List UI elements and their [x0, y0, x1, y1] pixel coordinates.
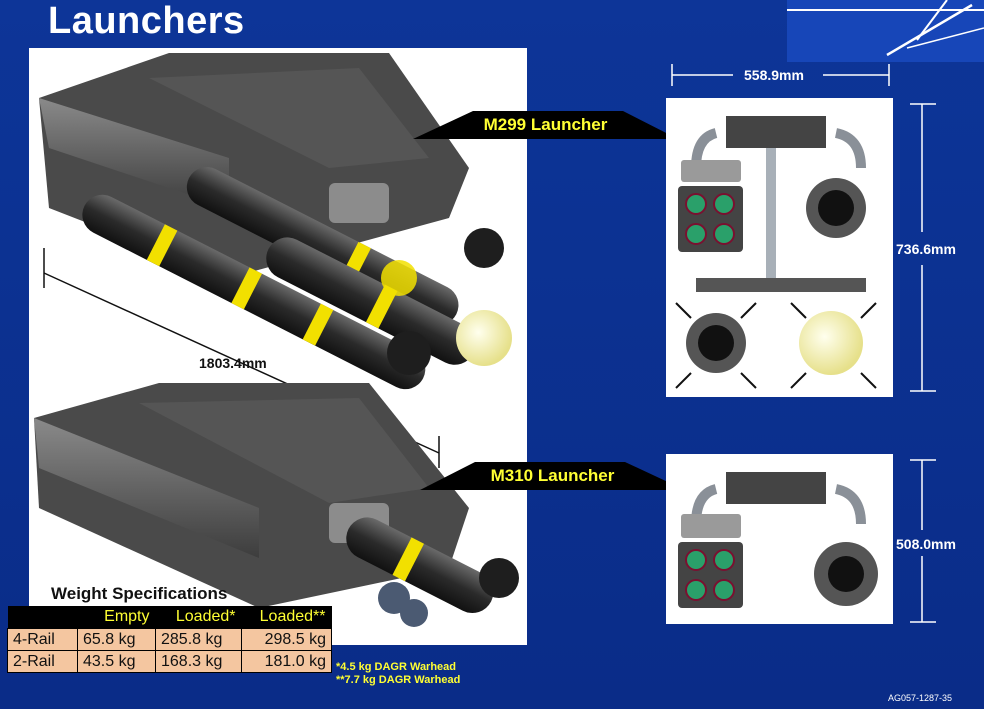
m299-callout: M299 Launcher	[413, 111, 678, 139]
page-title: Launchers	[48, 0, 245, 42]
table-row: 4-Rail 65.8 kg 285.8 kg 298.5 kg	[7, 628, 332, 651]
table-cell: 285.8 kg	[155, 628, 242, 651]
m299-end-view-panel	[666, 98, 893, 397]
length-dimension-label: 1803.4mm	[199, 355, 267, 371]
m310-callout: M310 Launcher	[420, 462, 685, 490]
launcher-isometric-panel	[29, 48, 527, 645]
m310-height-label: 508.0mm	[896, 536, 956, 552]
table-header-cell: Loaded*	[155, 606, 242, 629]
m310-callout-label: M310 Launcher	[490, 466, 615, 485]
table-cell: 43.5 kg	[77, 650, 156, 673]
table-cell: 181.0 kg	[241, 650, 332, 673]
weight-spec-title: Weight Specifications	[51, 584, 228, 603]
company-logo	[787, 0, 984, 62]
callout-arrow-icon	[413, 111, 678, 139]
table-cell: 168.3 kg	[155, 650, 242, 673]
m299-launcher-render	[39, 53, 512, 390]
table-header-row: Empty Loaded* Loaded**	[7, 606, 332, 629]
m310-end-view-illustration	[678, 472, 878, 608]
weight-spec-table: Empty Loaded* Loaded** 4-Rail 65.8 kg 28…	[7, 606, 332, 673]
table-header-cell: Loaded**	[241, 606, 332, 629]
m299-width-label: 558.9mm	[744, 67, 804, 83]
table-cell: 65.8 kg	[77, 628, 156, 651]
launcher-isometric-illustration	[34, 53, 519, 627]
footnote-dagr-4-5: *4.5 kg DAGR Warhead	[336, 661, 457, 673]
m299-height-label: 736.6mm	[896, 241, 956, 257]
m299-height-dimension-line	[910, 103, 936, 392]
star-logo-icon	[787, 0, 984, 57]
footnote-dagr-7-7: **7.7 kg DAGR Warhead	[336, 674, 461, 686]
width-dimension-line	[671, 64, 890, 86]
row-label: 2-Rail	[7, 650, 78, 673]
table-row: 2-Rail 43.5 kg 168.3 kg 181.0 kg	[7, 650, 332, 673]
row-label: 4-Rail	[7, 628, 78, 651]
callout-arrow-icon	[420, 462, 685, 490]
table-header-cell	[7, 606, 78, 629]
document-code: AG057-1287-35	[887, 693, 952, 703]
m299-callout-label: M299 Launcher	[483, 115, 608, 134]
table-header-cell: Empty	[77, 606, 156, 629]
table-cell: 298.5 kg	[241, 628, 332, 651]
m310-launcher-render	[34, 383, 519, 627]
m310-end-view-panel	[666, 454, 893, 624]
m299-end-view-illustration	[675, 116, 877, 389]
m310-height-dimension-line	[910, 459, 936, 623]
